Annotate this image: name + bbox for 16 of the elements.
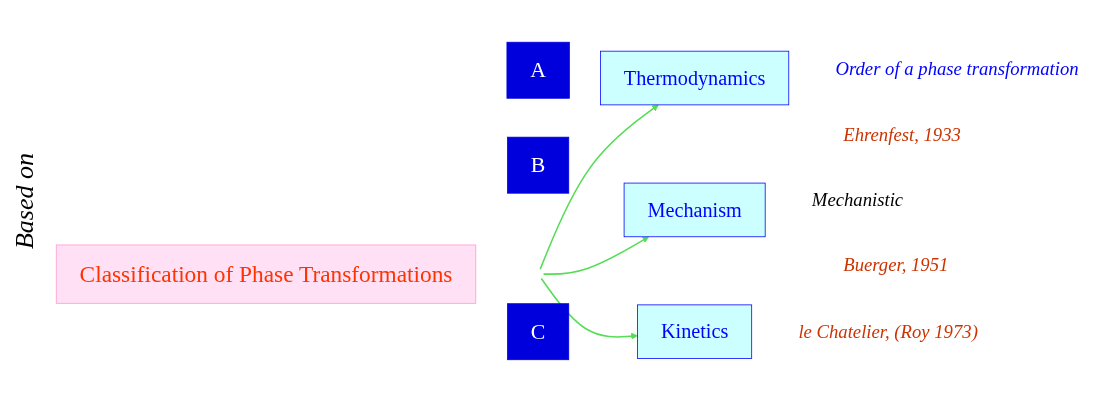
- letter-badge: B: [507, 136, 570, 194]
- title-box: Classification of Phase Transformations: [55, 244, 477, 304]
- arrow: [540, 277, 638, 340]
- annotation-text: le Chatelier, (Roy 1973): [798, 321, 978, 342]
- process-box: Mechanism: [623, 182, 766, 238]
- letter-badge: A: [506, 41, 570, 99]
- annotation-text: Buerger, 1951: [843, 255, 949, 276]
- axis-note: Based on: [10, 152, 39, 249]
- annotation-text: Mechanistic: [811, 189, 904, 210]
- process-box: Thermodynamics: [600, 50, 790, 106]
- arrow: [539, 104, 659, 270]
- process-box: Kinetics: [637, 304, 753, 359]
- annotation-text: Order of a phase transformation: [835, 58, 1079, 80]
- letter-badge: C: [507, 303, 570, 361]
- annotation-text: Ehrenfest, 1933: [843, 124, 961, 145]
- arrow: [542, 236, 650, 275]
